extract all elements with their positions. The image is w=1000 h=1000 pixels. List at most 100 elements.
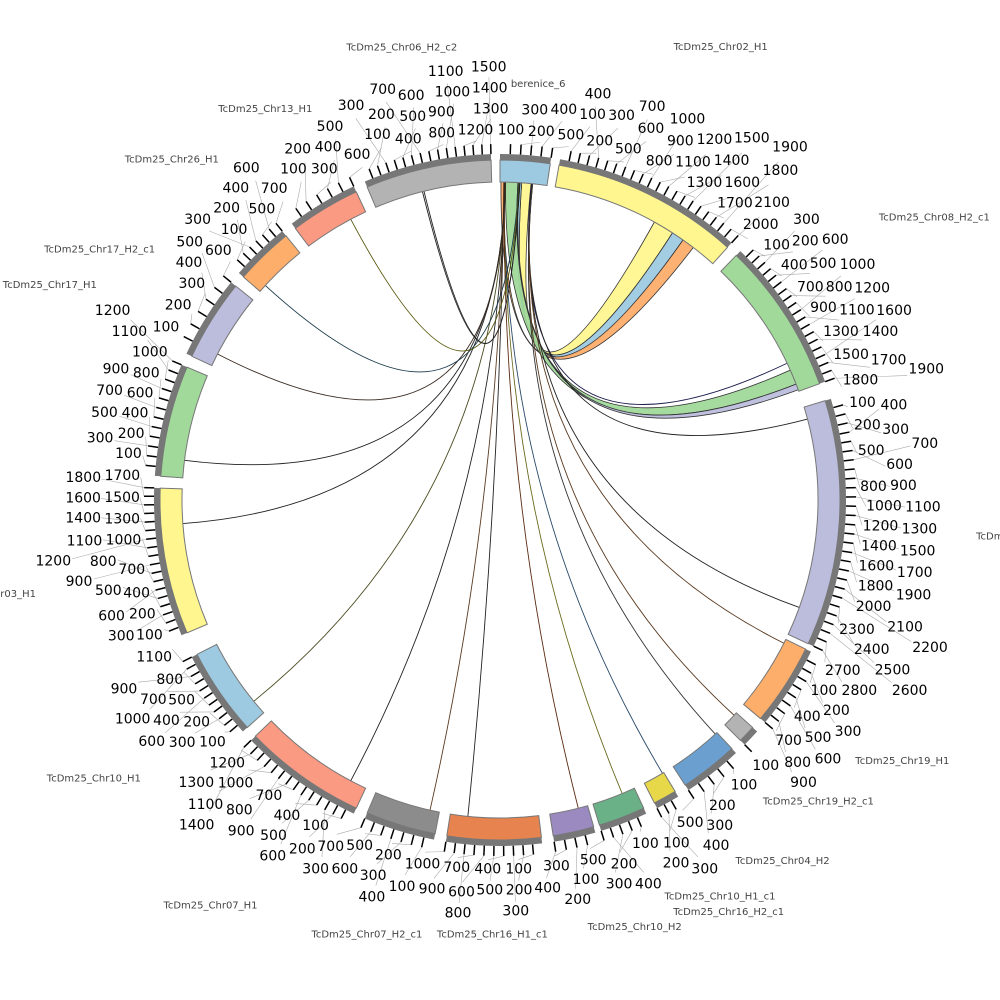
link-TcDm25_Chr10_H1[interactable]: [253, 182, 506, 702]
tick-leader: [583, 844, 588, 869]
link-TcDm25_Chr07_H1[interactable]: [350, 182, 506, 781]
segment-band[interactable]: [592, 787, 645, 826]
link-TcDm25_Chr10_H1_c1[interactable]: [503, 182, 579, 809]
segment-TcDm25_Chr03_H1[interactable]: 1002003004005006007008009001000110012001…: [0, 468, 208, 645]
tick-leader: [153, 397, 156, 417]
segment-band[interactable]: [672, 731, 733, 786]
tick-mark: [702, 211, 710, 221]
tick-mark: [213, 705, 223, 713]
tick-leader: [124, 394, 157, 408]
link-TcDm25_Chr04_H2[interactable]: [527, 183, 716, 735]
segment-band[interactable]: [724, 712, 754, 742]
segment-band[interactable]: [549, 805, 595, 837]
tick-label: 200: [289, 841, 316, 857]
segment-band[interactable]: [294, 191, 367, 247]
tick-label: 2000: [743, 217, 779, 233]
tick-mark: [618, 824, 624, 835]
tick-leader: [855, 477, 890, 487]
segment-TcDm25_Chr02_H1[interactable]: 1002003004005006007008009001000110012001…: [554, 42, 808, 265]
tick-label: 100: [389, 879, 416, 895]
tick-label: 100: [280, 161, 307, 177]
tick-mark: [255, 240, 264, 249]
segment-TcDm25_Chr10_H1[interactable]: 10020030040050060070080090010001100TcDm2…: [46, 643, 265, 785]
segment-TcDm25_Chr16_H1_c1[interactable]: 1002003004005006007008009001000TcDm25_Ch…: [405, 813, 548, 941]
segment-TcDm25_Chr07_H1[interactable]: 1002003004005006007008009001000110012001…: [162, 720, 367, 911]
tick-mark: [804, 331, 815, 338]
tick-label: 300: [311, 162, 338, 178]
segment-band[interactable]: [366, 792, 440, 835]
link-TcDm25_Chr19_H1[interactable]: [528, 183, 785, 644]
segment-band[interactable]: [554, 164, 729, 265]
tick-label: 1400: [861, 539, 897, 555]
link-TcDm25_Chr17_H2_c1[interactable]: [217, 182, 506, 401]
tick-label: 1500: [471, 60, 507, 76]
segment-label: TcDm25_Chr10_H1_c1: [664, 891, 776, 902]
tick-mark: [420, 837, 425, 848]
link-TcDm25_Chr10_H2[interactable]: [503, 182, 623, 794]
link-TcDm25_Chr06_H2_c2[interactable]: [423, 182, 521, 344]
tick-label: 300: [302, 862, 329, 878]
tick-mark: [147, 545, 158, 549]
segment-band[interactable]: [643, 771, 676, 804]
tick-leader: [821, 346, 833, 363]
link-TcDm25_Chr16_H1_c1[interactable]: [467, 182, 505, 817]
link-TcDm25_Chr26_H1[interactable]: [264, 182, 520, 373]
segment-band[interactable]: [159, 487, 208, 634]
tick-label: 1400: [472, 81, 508, 97]
tick-label: 1400: [65, 511, 101, 527]
segment-band[interactable]: [254, 720, 367, 809]
segment-band[interactable]: [446, 813, 542, 841]
tick-leader: [589, 840, 605, 849]
tick-mark: [256, 752, 265, 761]
link-TcDm25_Chr17_H1[interactable]: [184, 182, 506, 466]
tick-mark: [453, 843, 457, 854]
link-TcDm25_Chr13_H1[interactable]: [350, 182, 520, 352]
tick-label: 400: [176, 255, 203, 271]
segment-band[interactable]: [787, 399, 841, 645]
link-TcDm25_Chr07_H2_c1[interactable]: [429, 182, 505, 811]
tick-mark: [717, 768, 725, 778]
segment-scale-strip: [445, 835, 543, 846]
tick-label: 800: [133, 366, 160, 382]
tick-mark: [337, 182, 344, 193]
tick-mark: [563, 839, 568, 850]
tick-mark: [182, 656, 193, 663]
tick-mark: [574, 837, 578, 848]
segment-band[interactable]: [499, 159, 551, 187]
tick-mark: [153, 578, 164, 583]
segment-band[interactable]: [196, 643, 265, 729]
tick-leader: [775, 713, 785, 732]
tick-leader: [764, 230, 795, 263]
segment-TcDm25_Chr19_H1[interactable]: 100200300400500600700800900TcDm25_Chr19_…: [742, 638, 950, 791]
segment-band[interactable]: [242, 235, 301, 293]
links-layer: [182, 181, 808, 817]
tick-label: 400: [781, 258, 808, 274]
link-TcDm25_Chr16_H2_c1[interactable]: [503, 182, 663, 774]
tick-label: 900: [790, 775, 817, 791]
tick-leader: [738, 216, 760, 236]
tick-label: 500: [805, 730, 832, 746]
segment-band[interactable]: [160, 366, 208, 479]
tick-mark: [845, 477, 856, 480]
segment-TcDm25_Chr17_H1[interactable]: 100200300400500600700800900100011001200T…: [2, 280, 208, 479]
segment-TcDm25_Chr06_H2_c2[interactable]: 1002003004005006007008009001000110012001…: [338, 42, 509, 208]
tick-label: 100: [199, 734, 226, 750]
tick-mark: [443, 841, 447, 852]
tick-label: 100: [752, 758, 779, 774]
tick-leader: [847, 422, 882, 434]
tick-mark: [726, 760, 735, 770]
segment-band[interactable]: [720, 254, 821, 392]
